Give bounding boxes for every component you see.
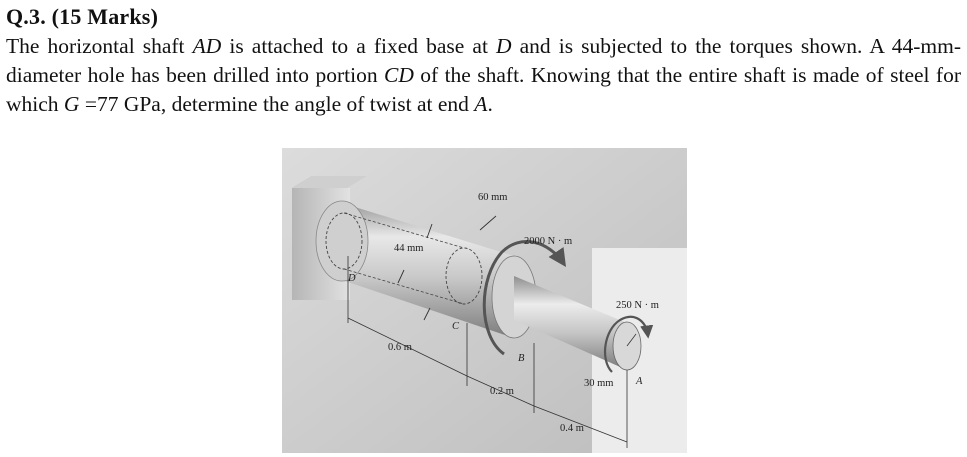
- dim-line-ab: [533, 405, 628, 443]
- shaft-figure: 60 mm 44 mm 2000 N · m 250 N · m D C B A…: [282, 148, 687, 453]
- hole-edge-bottom: [343, 268, 465, 305]
- label-44mm: 44 mm: [394, 243, 423, 254]
- label-b: B: [518, 353, 525, 364]
- torque-arrow-250: [604, 315, 654, 373]
- label-c: C: [452, 321, 460, 332]
- label-30mm: 30 mm: [584, 378, 613, 389]
- label-2000nm: 2000 N · m: [524, 236, 572, 247]
- small-shaft-body: [514, 276, 627, 370]
- question-heading: Q.3. (15 Marks): [6, 4, 159, 29]
- leader-c: [423, 307, 431, 321]
- label-250nm: 250 N · m: [616, 300, 659, 311]
- large-shaft-body: [342, 203, 514, 338]
- label-0-4m: 0.4 m: [560, 423, 584, 434]
- label-60mm: 60 mm: [478, 192, 507, 203]
- label-a: A: [635, 376, 643, 387]
- torque-arrow-2000: [482, 240, 566, 356]
- dim-line-cd: [347, 317, 468, 377]
- problem-statement: The horizontal shaft AD is attached to a…: [6, 34, 961, 116]
- label-d: D: [347, 273, 356, 284]
- hole-edge-top: [343, 212, 465, 249]
- label-0-2m: 0.2 m: [490, 386, 514, 397]
- fixed-base-top: [292, 176, 367, 188]
- large-shaft-end-d: [315, 200, 369, 282]
- label-0-6m: 0.6 m: [388, 342, 412, 353]
- dim-line-bc: [466, 375, 535, 407]
- leader-44-top: [426, 223, 433, 239]
- leader-60: [479, 215, 497, 231]
- shaft-diagram: 60 mm 44 mm 2000 N · m 250 N · m D C B A…: [282, 148, 687, 453]
- hole-outline-c: [445, 247, 483, 305]
- leader-44-bottom: [397, 269, 405, 284]
- radius-line-a: [626, 333, 637, 347]
